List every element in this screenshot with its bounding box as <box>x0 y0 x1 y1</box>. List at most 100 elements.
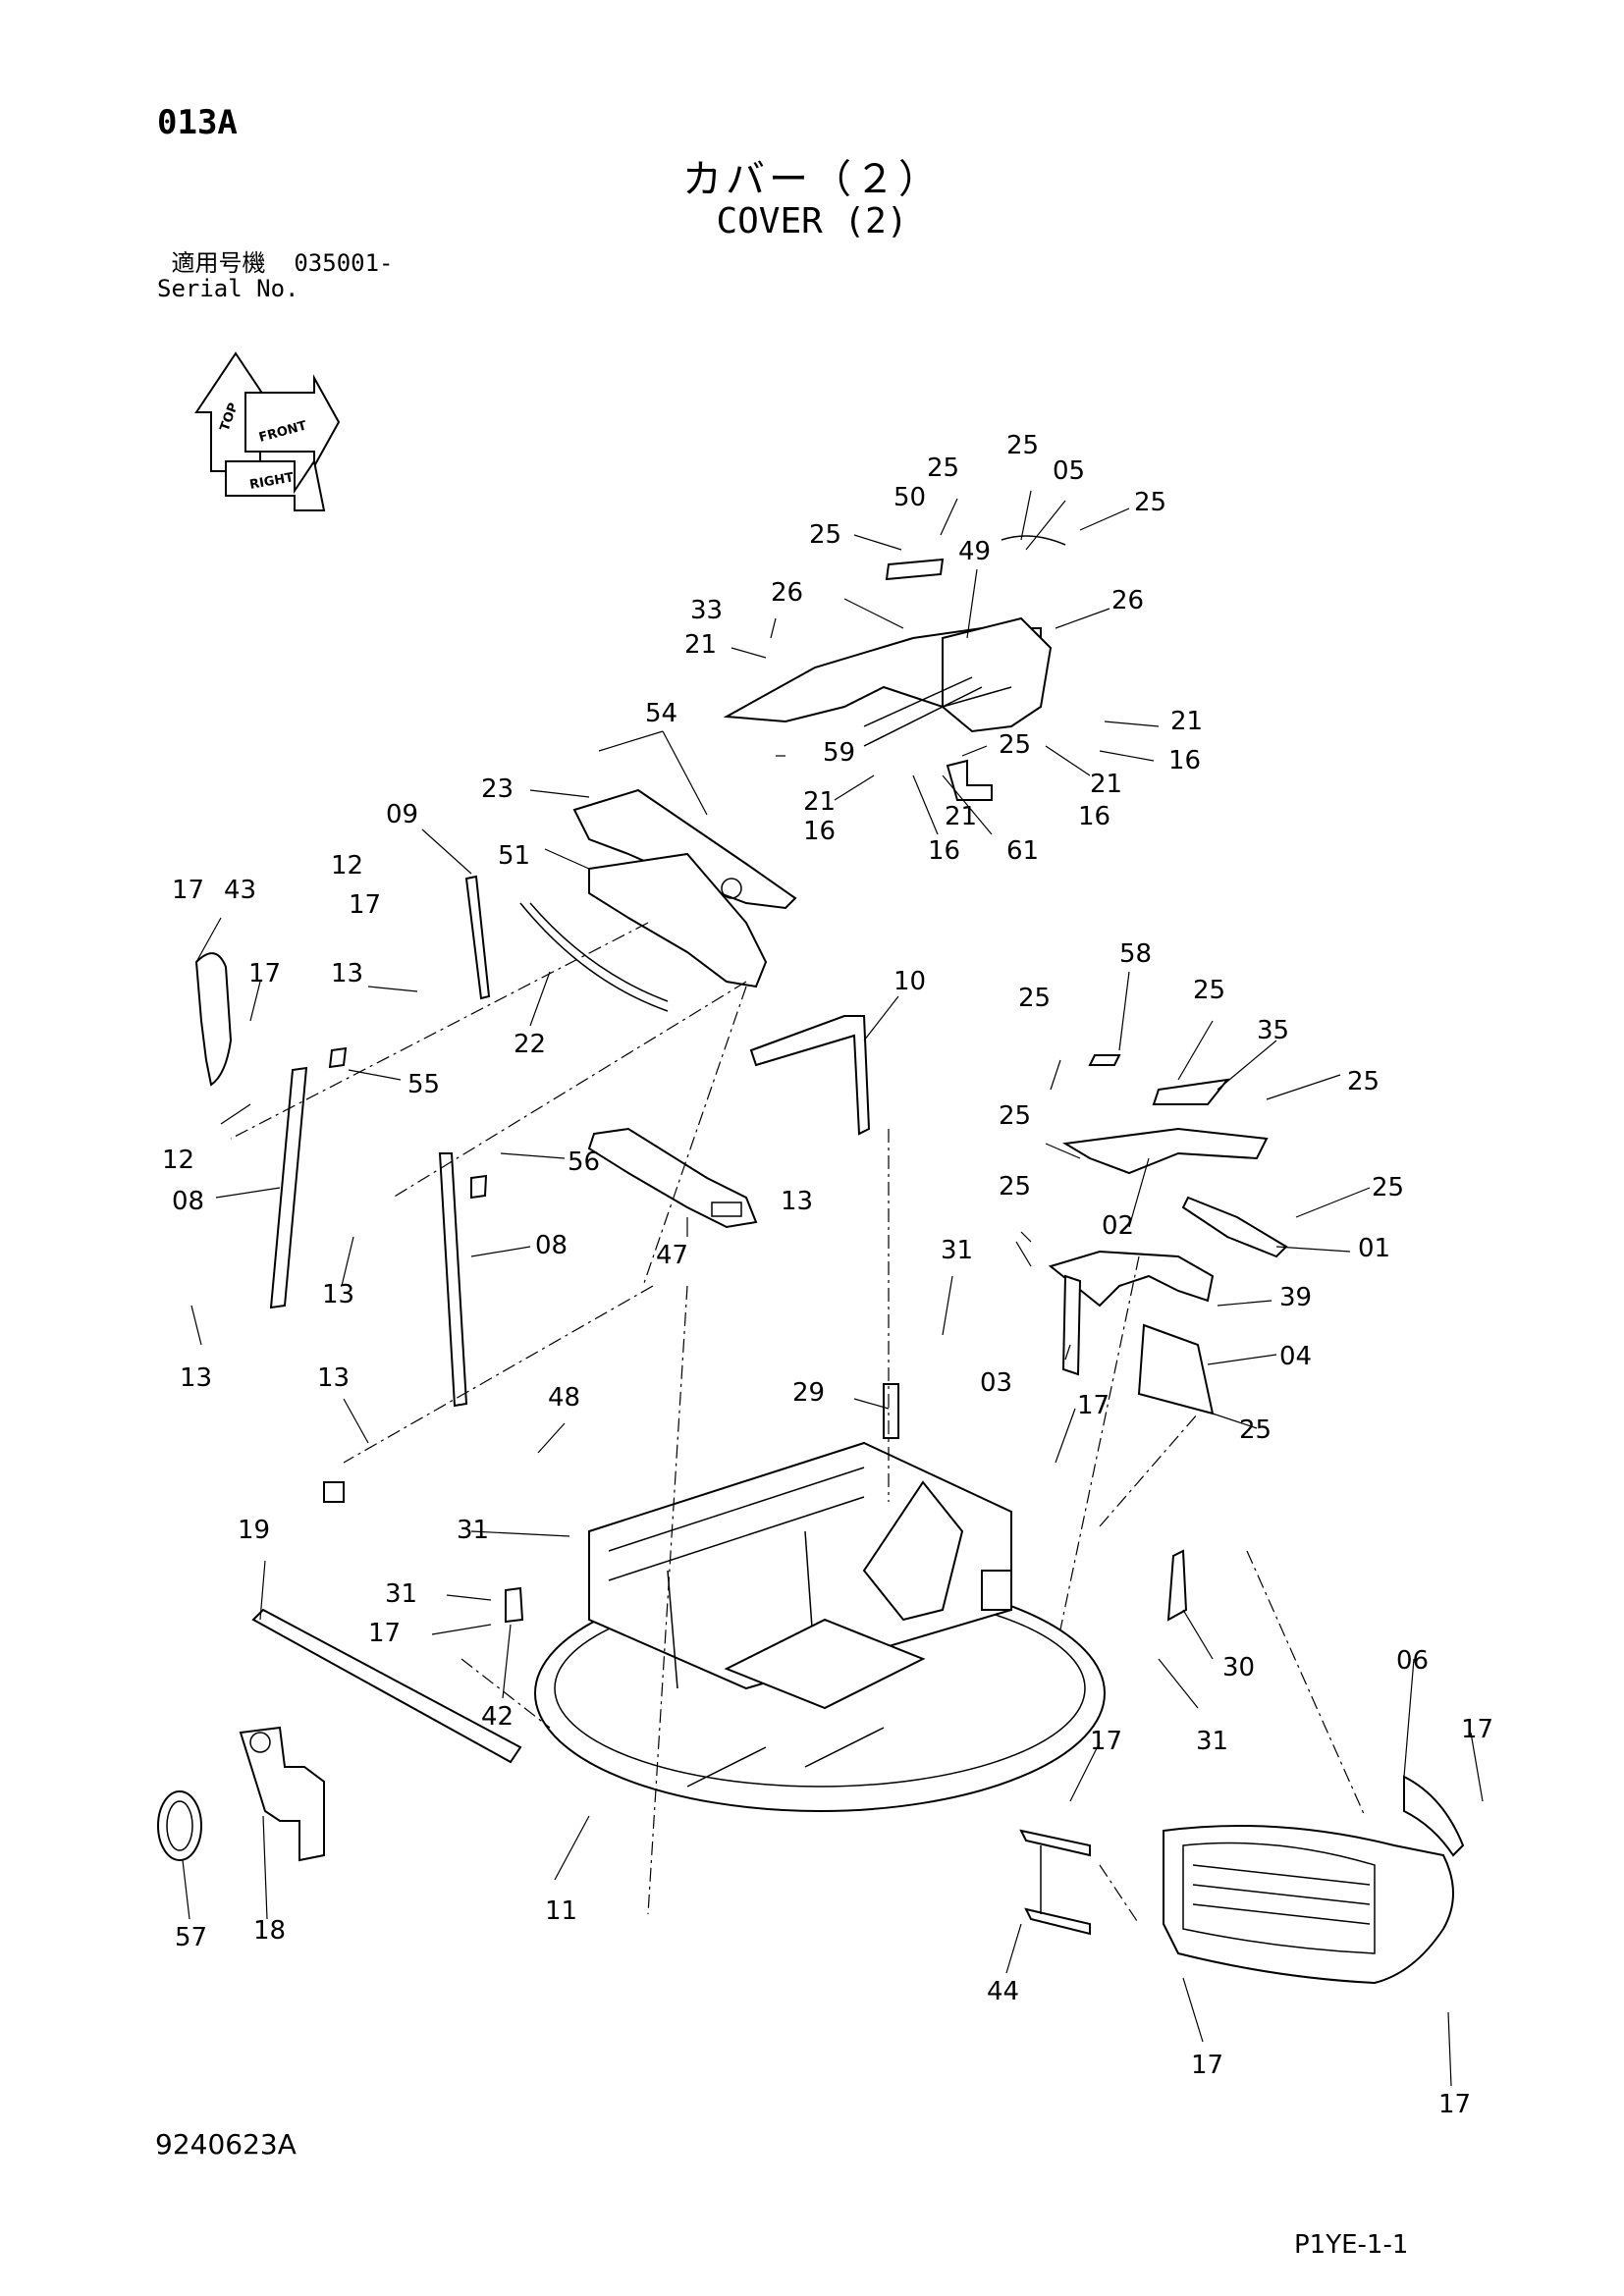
callout-21: 21 <box>1090 770 1122 799</box>
callout-05: 05 <box>1053 456 1085 486</box>
callout-21: 21 <box>945 802 977 831</box>
small-brackets <box>505 1383 1188 1624</box>
callout-01: 01 <box>1358 1234 1390 1263</box>
callout-18: 18 <box>253 1916 286 1946</box>
callout-56: 56 <box>568 1148 600 1177</box>
callout-51: 51 <box>498 841 530 871</box>
rear-cover-06 <box>1163 1775 1465 1985</box>
title-japanese: カバー（２） <box>682 157 942 202</box>
callout-21: 21 <box>1170 707 1203 736</box>
callout-25: 25 <box>1018 984 1051 1013</box>
callout-13: 13 <box>317 1363 350 1393</box>
page-code: 013A <box>157 103 238 142</box>
seal-57-block-18 <box>157 1481 345 1862</box>
serial-label-jp: 適用号機 <box>171 249 266 277</box>
callout-25: 25 <box>1239 1415 1272 1445</box>
callout-50: 50 <box>893 483 926 512</box>
callout-48: 48 <box>548 1383 580 1413</box>
callout-10: 10 <box>893 967 926 996</box>
callout-17: 17 <box>1461 1715 1493 1744</box>
callout-labels: 05 25 25 50 25 25 49 33 26 26 21 21 16 5… <box>162 431 1493 2119</box>
callout-17: 17 <box>248 959 281 988</box>
callout-43: 43 <box>224 876 256 905</box>
right-side-covers <box>1048 1054 1288 1415</box>
callout-31: 31 <box>385 1579 417 1609</box>
callout-17: 17 <box>349 890 381 920</box>
callout-54: 54 <box>645 699 677 728</box>
callout-26: 26 <box>1111 586 1144 615</box>
callout-12: 12 <box>162 1146 194 1175</box>
callout-47: 47 <box>656 1241 688 1270</box>
serial-label-en: Serial No. <box>157 275 299 302</box>
clip-44 <box>1019 1829 1091 1936</box>
callout-39: 39 <box>1279 1283 1312 1312</box>
callout-21: 21 <box>684 630 717 660</box>
handle-10-bar-47 <box>587 1015 871 1229</box>
callout-29: 29 <box>792 1378 825 1408</box>
sheet-number: P1YE-1-1 <box>1294 2230 1409 2260</box>
callout-22: 22 <box>514 1030 546 1059</box>
callout-12: 12 <box>331 851 363 881</box>
callout-33: 33 <box>690 596 723 625</box>
leader-lines <box>182 490 1484 2087</box>
callout-16: 16 <box>1168 746 1201 775</box>
callout-57: 57 <box>175 1923 207 1952</box>
callout-31: 31 <box>1196 1727 1228 1756</box>
callout-17: 17 <box>1191 2051 1223 2080</box>
callout-31: 31 <box>457 1516 489 1545</box>
callout-13: 13 <box>180 1363 212 1393</box>
callout-61: 61 <box>1006 836 1039 866</box>
side-strips <box>269 875 491 1408</box>
callout-58: 58 <box>1119 939 1152 969</box>
assembly-lines <box>230 922 1366 1925</box>
callout-13: 13 <box>781 1187 813 1216</box>
main-frame <box>534 1441 1106 1812</box>
callout-23: 23 <box>481 774 514 804</box>
drawing-number: 9240623A <box>155 2128 297 2161</box>
callout-17: 17 <box>1438 2090 1471 2119</box>
callout-25: 25 <box>809 520 841 550</box>
callout-16: 16 <box>803 817 836 846</box>
callout-35: 35 <box>1257 1016 1289 1045</box>
callout-19: 19 <box>238 1516 270 1545</box>
callout-44: 44 <box>987 1977 1019 2006</box>
serial-value: 035001- <box>294 249 394 277</box>
callout-25: 25 <box>1193 976 1225 1005</box>
callout-17: 17 <box>1077 1391 1110 1420</box>
callout-25: 25 <box>1134 488 1166 517</box>
callout-21: 21 <box>803 787 836 817</box>
bar-19 <box>251 1608 522 1764</box>
callout-03: 03 <box>980 1368 1012 1398</box>
title-english: COVER (2) <box>716 201 908 241</box>
callout-17: 17 <box>368 1619 401 1648</box>
callout-02: 02 <box>1102 1211 1134 1241</box>
callout-08: 08 <box>172 1187 204 1216</box>
callout-13: 13 <box>331 959 363 988</box>
bracket-43 <box>194 952 233 1087</box>
callout-25: 25 <box>999 730 1031 760</box>
callout-16: 16 <box>1078 802 1110 831</box>
callout-06: 06 <box>1396 1646 1429 1676</box>
serial-info: 適用号機 035001- Serial No. <box>157 250 394 301</box>
callout-25: 25 <box>927 454 959 483</box>
callout-25: 25 <box>1372 1173 1404 1202</box>
callout-42: 42 <box>481 1702 514 1732</box>
callout-25: 25 <box>1006 431 1039 460</box>
callout-04: 04 <box>1279 1342 1312 1371</box>
callout-17: 17 <box>1090 1727 1122 1756</box>
callout-31: 31 <box>941 1236 973 1265</box>
plates-23-51 <box>519 788 797 1012</box>
callout-49: 49 <box>958 537 991 566</box>
callout-59: 59 <box>823 738 855 768</box>
callout-09: 09 <box>386 800 418 829</box>
callout-25: 25 <box>999 1101 1031 1131</box>
callout-25: 25 <box>999 1172 1031 1201</box>
top-cover-assembly <box>723 535 1066 801</box>
callout-16: 16 <box>928 836 960 866</box>
callout-30: 30 <box>1222 1653 1255 1682</box>
callout-13: 13 <box>322 1280 354 1309</box>
orientation-legend: TOP FRONT RIGHT <box>194 351 341 511</box>
callout-26: 26 <box>771 578 803 608</box>
callout-17: 17 <box>172 876 204 905</box>
